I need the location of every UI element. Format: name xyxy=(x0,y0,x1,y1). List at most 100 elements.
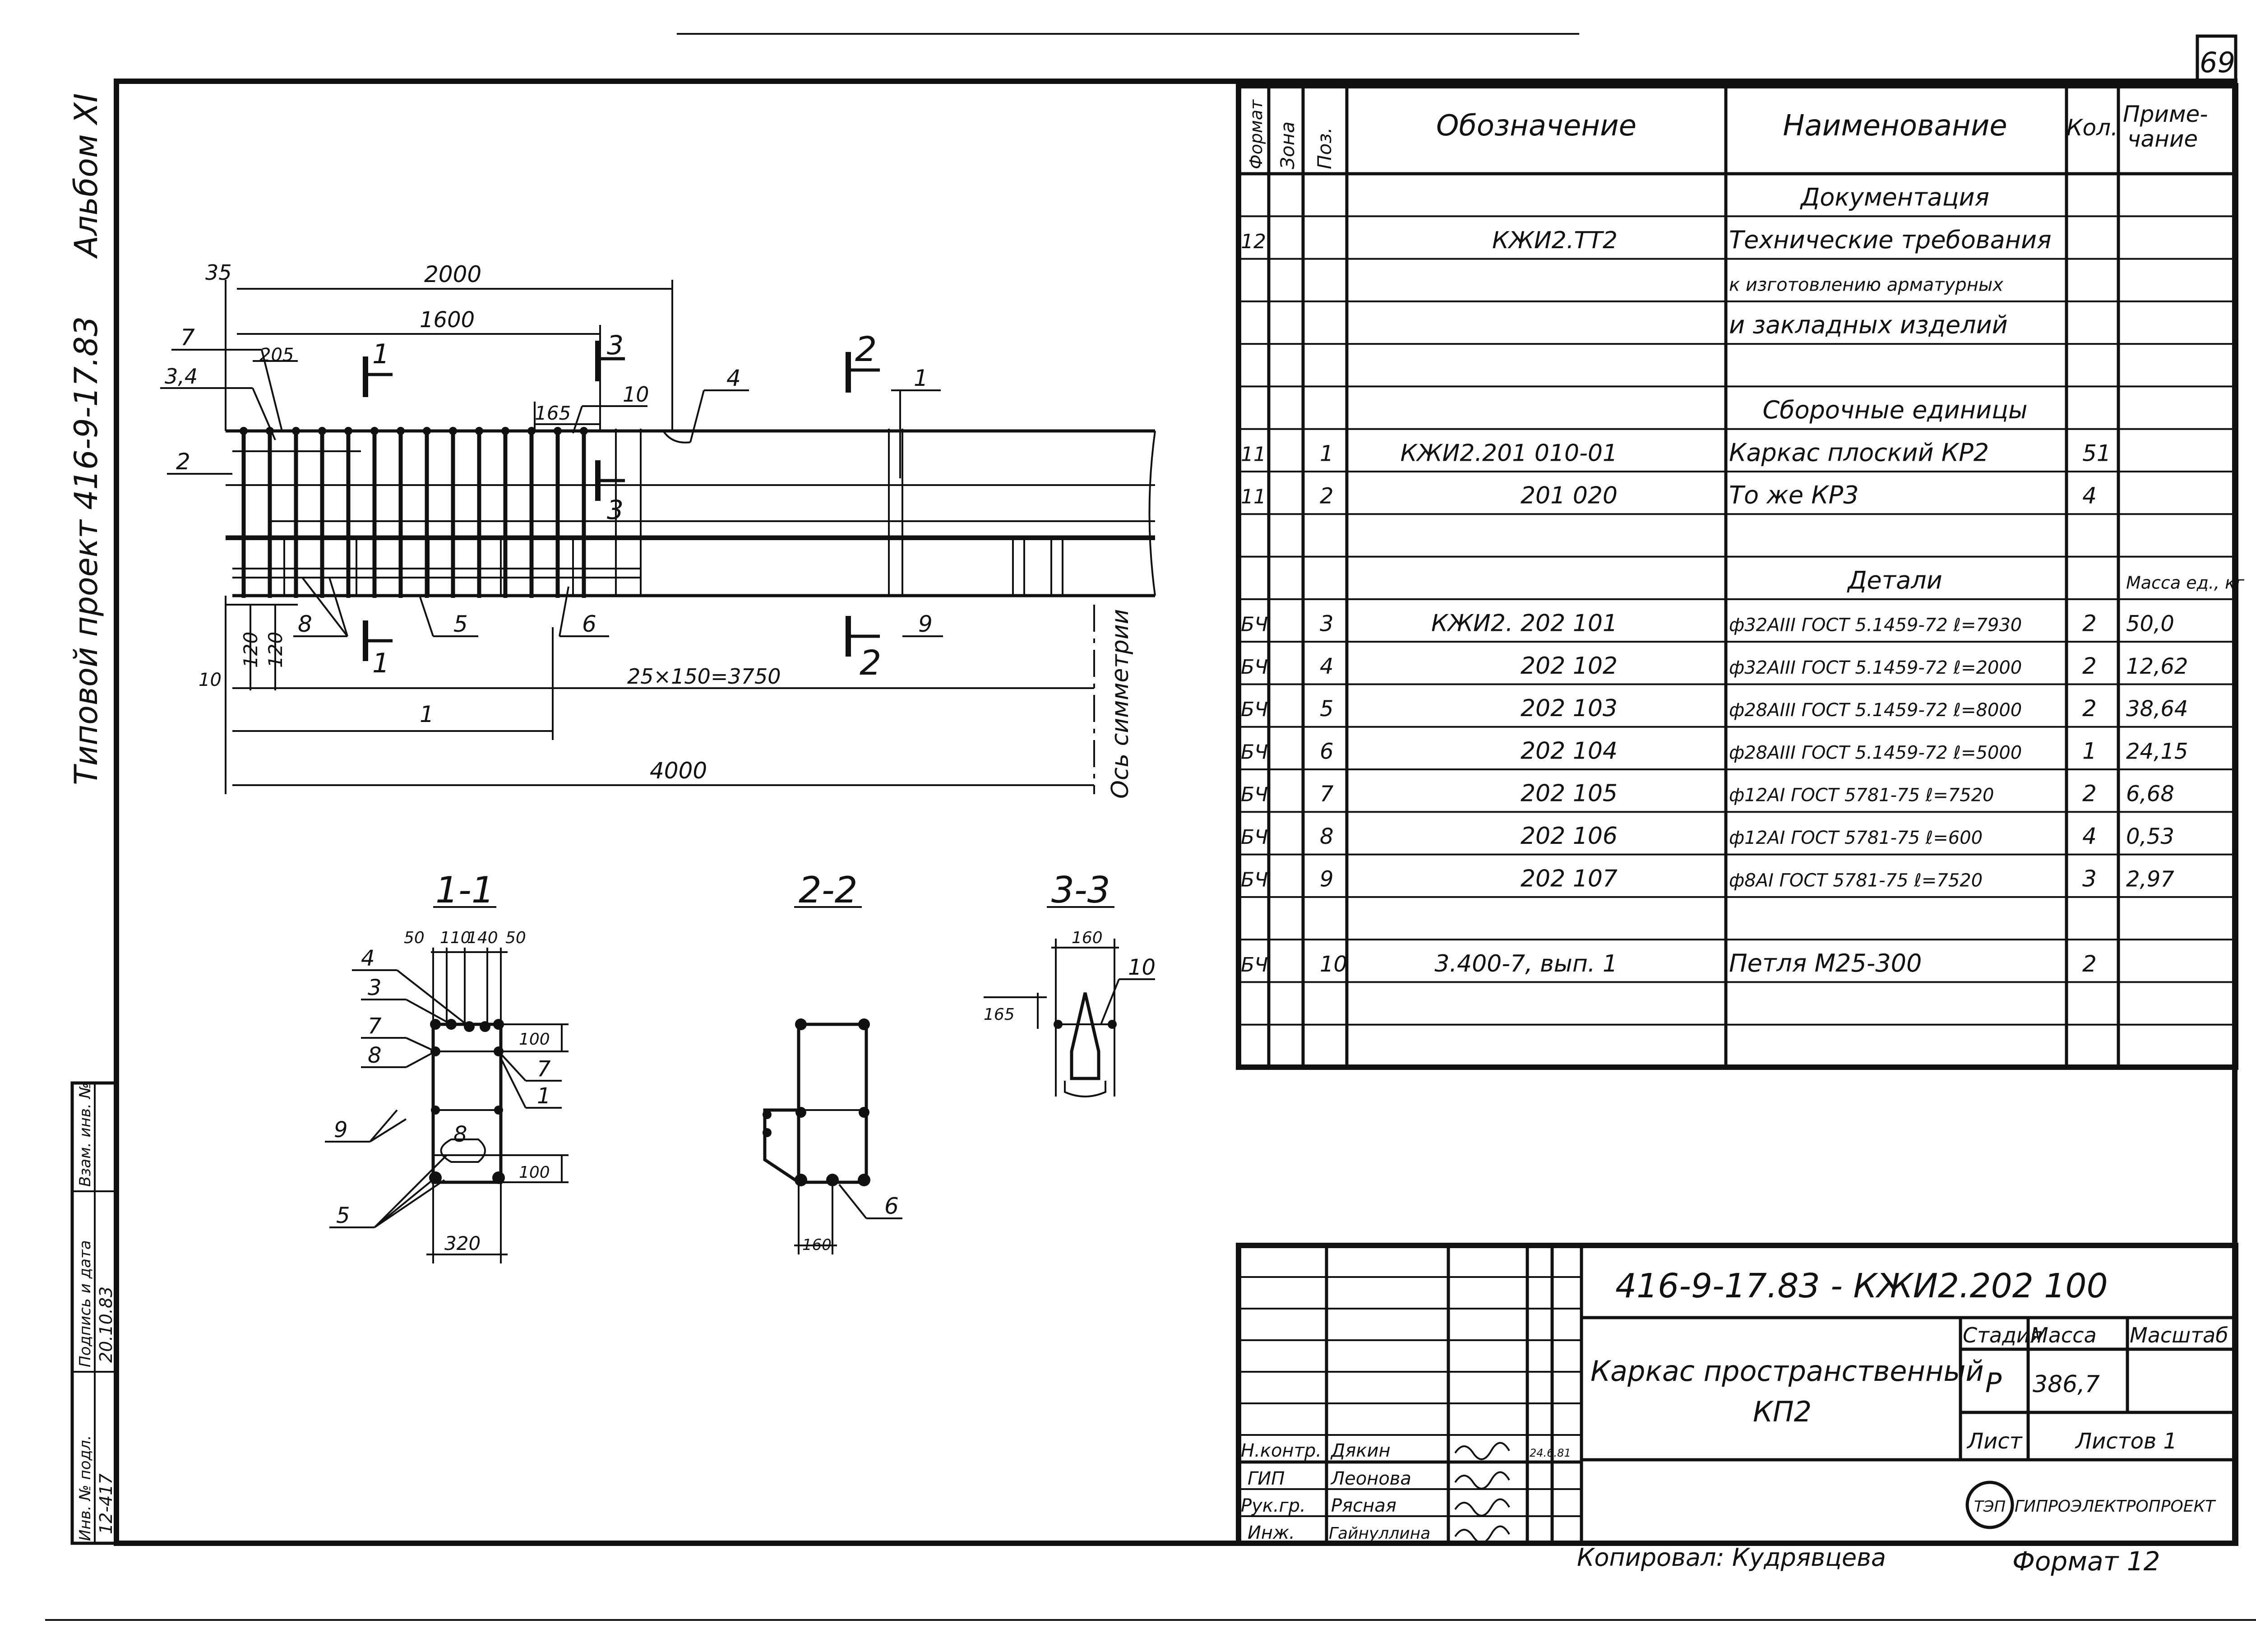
role-1: Н.контр. xyxy=(1241,1440,1322,1461)
stage-label: Стадия xyxy=(1963,1323,2042,1347)
cell-format: БЧ xyxy=(1241,783,1268,806)
role-1-name: Дякин xyxy=(1330,1440,1391,1461)
cell-designation: 201 020 xyxy=(1521,482,1618,509)
callout-6: 6 xyxy=(582,611,596,637)
cell-qty: 4 xyxy=(2082,823,2097,849)
section-3-3-title: 3-3 xyxy=(1051,869,1110,911)
cell-name: ф28АIII ГОСТ 5.1459-72 ℓ=8000 xyxy=(1729,700,2022,721)
cell-designation: КЖИ2.ТТ2 xyxy=(1492,227,1618,254)
svg-text:4: 4 xyxy=(361,946,375,971)
specification-table: Документация 1 2 КЖИ2.ТТ2 Технические требов… xyxy=(1236,83,2245,1070)
svg-text:50: 50 xyxy=(505,929,526,947)
svg-text:50: 50 xyxy=(404,929,425,947)
svg-text:10: 10 xyxy=(1128,955,1156,980)
cell-name: к изготовлению арматурных xyxy=(1729,274,2003,295)
stage-value: Р xyxy=(1985,1367,2002,1399)
cell-designation: КЖИ2.201 010-01 xyxy=(1401,440,1618,467)
section-1-1-title: 1-1 xyxy=(435,869,495,911)
svg-text:6: 6 xyxy=(884,1193,899,1219)
svg-text:3: 3 xyxy=(368,975,382,1000)
section-mark-1-top: 1 xyxy=(363,338,393,397)
sheet-number: 69 xyxy=(2200,46,2235,79)
col-header-qty: Кол. xyxy=(2066,115,2118,141)
col-header-pos: Поз. xyxy=(1313,127,1336,169)
cell-section: Документация xyxy=(1800,183,1989,212)
mass-label: Масса xyxy=(2030,1323,2097,1347)
dim-165: 165 xyxy=(535,402,571,424)
cell-name: Технические требования xyxy=(1729,226,2052,254)
weld-dot xyxy=(318,427,326,435)
cell-designation: 3.400-7, вып. 1 xyxy=(1434,950,1618,977)
cell-qty: 2 xyxy=(2082,951,2097,977)
cell-pos: 2 xyxy=(1320,484,1334,509)
callout-4: 4 xyxy=(726,365,741,391)
cell-pos: 1 xyxy=(1320,441,1334,466)
cell-note: 2,97 xyxy=(2126,866,2174,892)
dim-pitch: 25×150=3750 xyxy=(627,664,781,689)
svg-text:140: 140 xyxy=(467,929,498,947)
cell-note: 24,15 xyxy=(2126,739,2188,764)
stamp-label-replace: Взам. инв. № xyxy=(76,1083,94,1187)
cell-pos: 9 xyxy=(1320,866,1334,892)
dim-10: 10 xyxy=(199,670,222,690)
svg-text:165: 165 xyxy=(984,1005,1015,1024)
svg-text:3: 3 xyxy=(607,330,624,361)
sheet-number-box xyxy=(2196,34,2238,83)
role-4-name: Гайнуллина xyxy=(1329,1524,1430,1543)
section-mark-2-bottom: 2 xyxy=(846,616,881,683)
col-header-designation: Обозначение xyxy=(1436,109,1637,143)
weld-dot xyxy=(449,427,457,435)
cell-qty: 4 xyxy=(2082,483,2097,509)
svg-text:7: 7 xyxy=(537,1056,551,1082)
weld-dot xyxy=(370,427,379,435)
cell-name: ф8АI ГОСТ 5781-75 ℓ=7520 xyxy=(1729,870,1983,891)
dim-35: 35 xyxy=(205,260,232,285)
cell-qty: 2 xyxy=(2082,611,2097,637)
cell-qty: 51 xyxy=(2082,440,2111,466)
cell-format: БЧ xyxy=(1241,656,1268,679)
cell-qty: 2 xyxy=(2082,695,2097,722)
weld-dot xyxy=(580,427,588,435)
role-3-name: Рясная xyxy=(1331,1495,1396,1516)
svg-text:8: 8 xyxy=(368,1043,382,1068)
cell-designation: 202 106 xyxy=(1521,823,1618,850)
cell-name: ф32АIII ГОСТ 5.1459-72 ℓ=7930 xyxy=(1729,615,2022,636)
svg-text:110: 110 xyxy=(440,929,471,947)
dim-2000: 2000 xyxy=(424,261,481,287)
svg-text:9: 9 xyxy=(334,1117,348,1143)
section-2-2: 2-2 160 6 xyxy=(763,869,902,1254)
svg-text:1: 1 xyxy=(372,338,389,370)
cell-name: ф28АIII ГОСТ 5.1459-72 ℓ=5000 xyxy=(1729,742,2022,763)
format-label: Формат 12 xyxy=(2012,1546,2160,1577)
cell-section: Детали xyxy=(1847,566,1942,594)
cell-designation: 202 103 xyxy=(1521,695,1618,722)
section-mark-3-bottom: 3 xyxy=(595,460,625,525)
role-2: ГИП xyxy=(1248,1468,1285,1489)
svg-text:1: 1 xyxy=(372,648,389,679)
sheets-label: Листов 1 xyxy=(2075,1429,2177,1454)
cell-format: БЧ xyxy=(1241,868,1268,891)
cell-format: БЧ xyxy=(1241,740,1268,764)
stamp-value-date: 20.10.83 xyxy=(96,1286,116,1363)
callout-9: 9 xyxy=(918,611,933,637)
cell-format: БЧ xyxy=(1241,613,1268,636)
cell-name: Петля М25-300 xyxy=(1729,949,1922,977)
col-header-format: Формат xyxy=(1246,99,1266,169)
cell-qty: 3 xyxy=(2082,865,2097,892)
callout-10: 10 xyxy=(623,382,649,407)
svg-text:5: 5 xyxy=(336,1203,350,1228)
scale-label: Масштаб xyxy=(2130,1323,2228,1347)
section-1-1: 1-1 50 110 140 50 100 100 320 4 xyxy=(325,869,569,1263)
org-logo xyxy=(1965,1481,2014,1529)
cell-pos: 8 xyxy=(1320,824,1334,849)
drawing-title-line2: КП2 xyxy=(1753,1395,1812,1428)
role-2-name: Леонова xyxy=(1330,1468,1411,1489)
role-1-date: 24.6.81 xyxy=(1530,1447,1571,1459)
cell-format: БЧ xyxy=(1241,826,1268,849)
dim-4000: 4000 xyxy=(650,758,707,784)
album-text: Альбом XI xyxy=(68,93,105,259)
svg-text:7: 7 xyxy=(368,1013,382,1039)
weld-dot xyxy=(554,427,562,435)
cell-pos: 5 xyxy=(1320,696,1334,722)
symmetry-axis-label: Ось симметрии xyxy=(1107,609,1134,799)
